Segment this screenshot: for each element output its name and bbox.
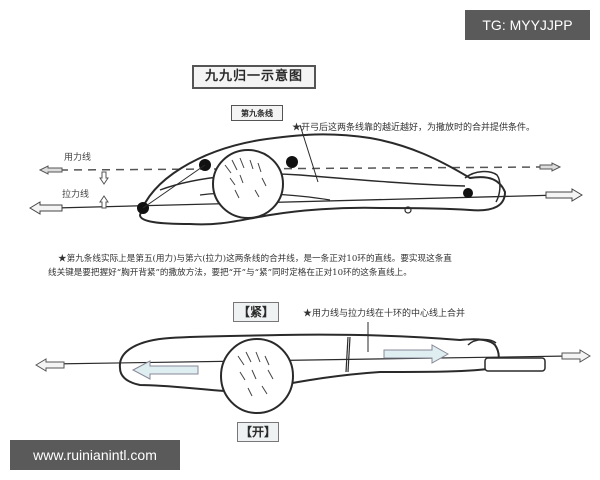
force-line-label: 用力线 [64, 153, 92, 163]
merged-line-left-arrow-icon [35, 358, 65, 372]
middle-note-line1: ★第九条线实际上是第五(用力)与第六(拉力)这两条线的合并线，是一条正对10环的… [58, 254, 452, 264]
diagram-title: 九九归一示意图 [192, 65, 316, 89]
pull-line-left-arrow-icon [29, 201, 63, 215]
joint-dot [463, 188, 473, 198]
top-note: ★开弓后这两条线靠的越近越好，为撒放时的合并提供条件。 [292, 123, 536, 133]
pull-direction-arrow-icon [131, 360, 199, 380]
joint-dot [286, 156, 298, 168]
archer-head-bottom [220, 338, 294, 414]
push-direction-arrow-icon [383, 344, 450, 364]
diagram-subtitle: 第九条线 [231, 105, 283, 121]
merged-line [49, 355, 571, 365]
pull-line-right-arrow-icon [545, 188, 583, 202]
archer-torso-bottom [118, 333, 500, 394]
down-arrow-icon [99, 171, 109, 185]
force-line-left-arrow-icon [38, 165, 63, 175]
bottom-note: ★用力线与拉力线在十环的中心线上合并 [303, 309, 466, 319]
tight-label: 【紧】 [233, 302, 279, 322]
force-line-right-arrow-icon [539, 162, 562, 172]
archer-head-top [212, 149, 284, 219]
merged-line-right-arrow-icon [561, 349, 591, 363]
open-label: 【开】 [237, 422, 279, 442]
archer-torso-top [138, 133, 507, 226]
middle-note-line2: 线关键是要把握好“胸开背紧”的撒放方法，要把“开”与“紧”同时定格在正对10环的… [48, 268, 412, 278]
watermark-top-right: TG: MYYJJPP [465, 10, 590, 40]
pull-line-label: 拉力线 [62, 190, 90, 200]
watermark-bottom-left: www.ruinianintl.com [10, 440, 180, 470]
up-arrow-icon [99, 195, 109, 209]
force-line-dashed [59, 166, 546, 171]
